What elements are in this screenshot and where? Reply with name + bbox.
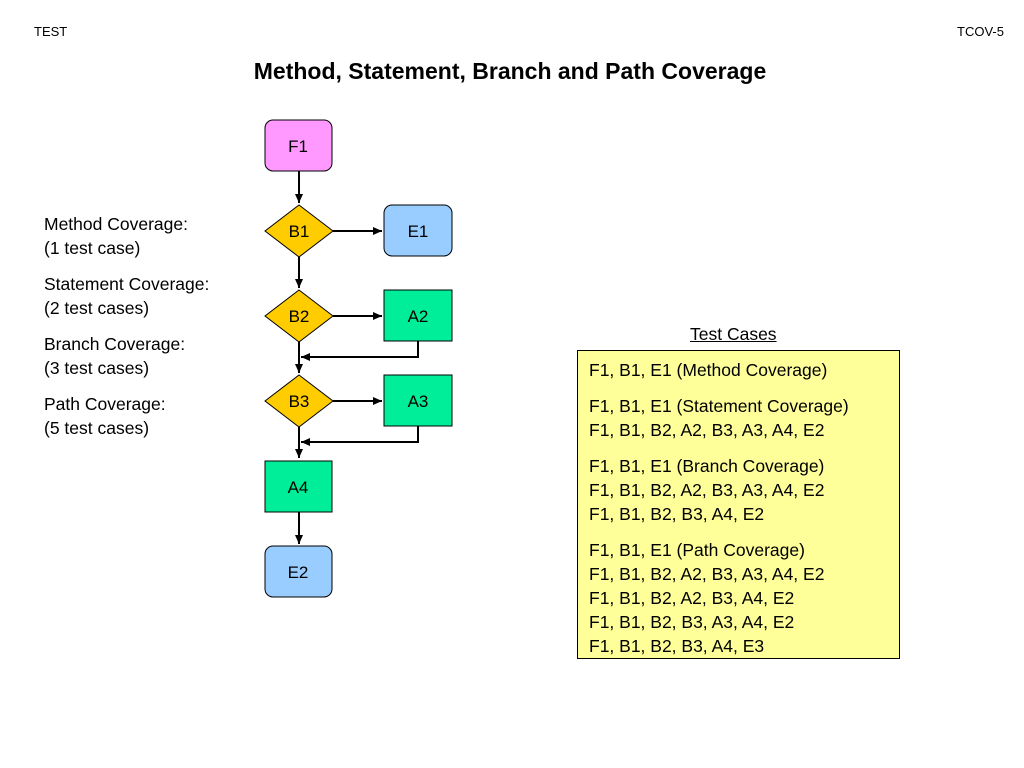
node-f1-label: F1 <box>288 137 308 156</box>
test-case-line: F1, B1, E1 (Statement Coverage) <box>589 396 849 416</box>
header-right: TCOV-5 <box>957 24 1004 39</box>
node-b1: B1 <box>264 204 334 258</box>
node-b2: B2 <box>264 289 334 343</box>
node-b3: B3 <box>264 374 334 428</box>
coverage-count: (3 test cases) <box>44 358 150 378</box>
coverage-statement: Statement Coverage: (2 test cases) <box>44 272 209 320</box>
node-e2: E2 <box>264 545 333 598</box>
node-a3: A3 <box>383 374 453 427</box>
node-e1: E1 <box>383 204 453 257</box>
test-case-line: F1, B1, B2, A2, B3, A3, A4, E2 <box>589 564 825 584</box>
coverage-label: Method Coverage: <box>44 214 188 234</box>
node-f1: F1 <box>264 119 333 172</box>
test-case-line: F1, B1, B2, A2, B3, A3, A4, E2 <box>589 480 825 500</box>
test-case-group-statement: F1, B1, E1 (Statement Coverage) F1, B1, … <box>589 394 899 442</box>
coverage-label: Path Coverage: <box>44 394 166 414</box>
test-case-line: F1, B1, B2, A2, B3, A4, E2 <box>589 588 795 608</box>
header-left: TEST <box>34 24 68 39</box>
test-case-group-branch: F1, B1, E1 (Branch Coverage) F1, B1, B2,… <box>589 454 899 526</box>
node-b1-label: B1 <box>289 222 310 241</box>
test-case-line: F1, B1, B2, B3, A4, E3 <box>589 636 765 656</box>
node-e1-label: E1 <box>408 222 429 241</box>
test-case-group-method: F1, B1, E1 (Method Coverage) <box>589 358 899 382</box>
coverage-count: (5 test cases) <box>44 418 150 438</box>
node-b3-label: B3 <box>289 392 310 411</box>
node-a2-label: A2 <box>408 307 429 326</box>
test-case-group-path: F1, B1, E1 (Path Coverage) F1, B1, B2, A… <box>589 538 899 658</box>
node-a3-label: A3 <box>408 392 429 411</box>
node-a4-label: A4 <box>288 478 309 497</box>
test-cases-box: F1, B1, E1 (Method Coverage) F1, B1, E1 … <box>577 350 900 659</box>
node-a2: A2 <box>383 289 453 342</box>
slide-title: Method, Statement, Branch and Path Cover… <box>253 58 767 84</box>
coverage-label: Statement Coverage: <box>44 274 210 294</box>
test-cases-title: Test Cases <box>690 324 777 344</box>
coverage-count: (1 test case) <box>44 238 141 258</box>
coverage-count: (2 test cases) <box>44 298 150 318</box>
test-case-line: F1, B1, B2, A2, B3, A3, A4, E2 <box>589 420 825 440</box>
test-case-line: F1, B1, B2, B3, A4, E2 <box>589 504 765 524</box>
edge-a3-merge <box>301 426 419 446</box>
test-case-line: F1, B1, B2, B3, A3, A4, E2 <box>589 612 795 632</box>
node-a4: A4 <box>264 460 333 513</box>
node-e2-label: E2 <box>288 563 309 582</box>
node-b2-label: B2 <box>289 307 310 326</box>
coverage-label: Branch Coverage: <box>44 334 186 354</box>
test-case-line: F1, B1, E1 (Branch Coverage) <box>589 456 825 476</box>
edge-a2-merge <box>301 341 419 361</box>
test-case-line: F1, B1, E1 (Path Coverage) <box>589 540 805 560</box>
coverage-path: Path Coverage: (5 test cases) <box>44 392 166 440</box>
coverage-method: Method Coverage: (1 test case) <box>44 212 188 260</box>
test-case-line: F1, B1, E1 (Method Coverage) <box>589 360 828 380</box>
coverage-branch: Branch Coverage: (3 test cases) <box>44 332 185 380</box>
